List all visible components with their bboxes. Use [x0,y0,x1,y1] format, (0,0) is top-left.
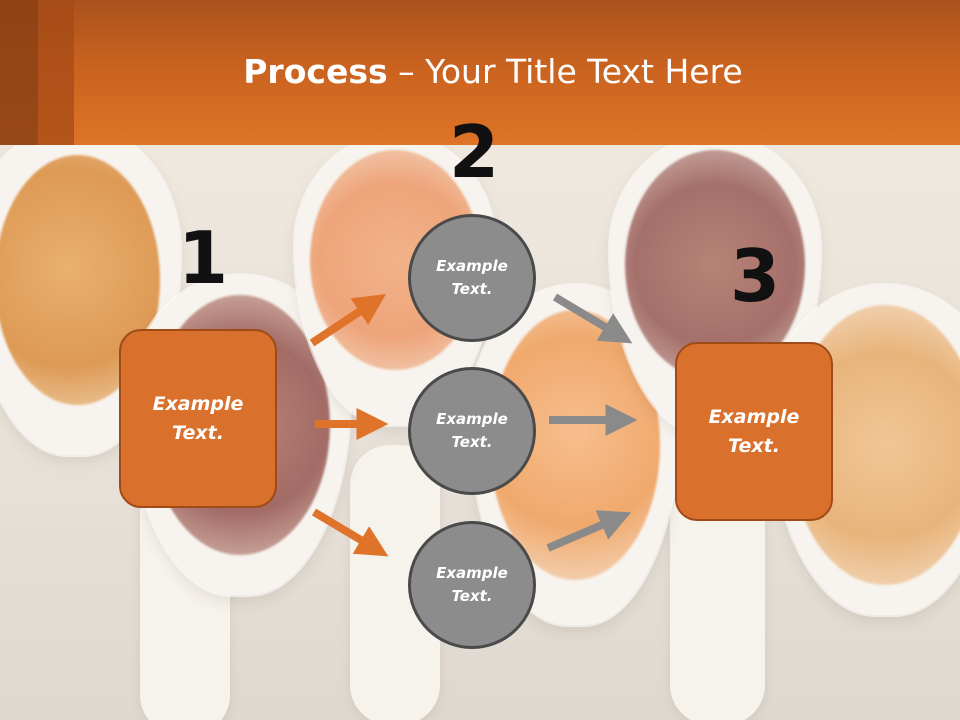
end-box-line2: Text. [728,434,780,457]
title-bold: Process [243,52,388,91]
goji-berries [625,150,805,380]
start-box-line2: Text. [172,421,224,444]
circle-3-line2: Text. [451,587,493,605]
circle-2-line2: Text. [451,433,493,451]
circle-1-line2: Text. [451,280,493,298]
end-box-line1: Example [708,405,800,428]
title-bar-accent [0,0,38,145]
title-rest: – Your Title Text Here [387,52,743,91]
step-number-2: 2 [449,110,500,194]
slide-title: Process – Your Title Text Here [0,52,960,91]
circle-3-line1: Example [436,564,508,582]
circle-2-line1: Example [436,410,508,428]
title-bar: Process – Your Title Text Here [0,0,960,145]
title-bar-accent [38,0,74,145]
start-box-line1: Example [152,392,244,415]
step-number-1: 1 [178,216,229,300]
step-number-3: 3 [730,234,781,318]
circle-1-line1: Example [436,257,508,275]
